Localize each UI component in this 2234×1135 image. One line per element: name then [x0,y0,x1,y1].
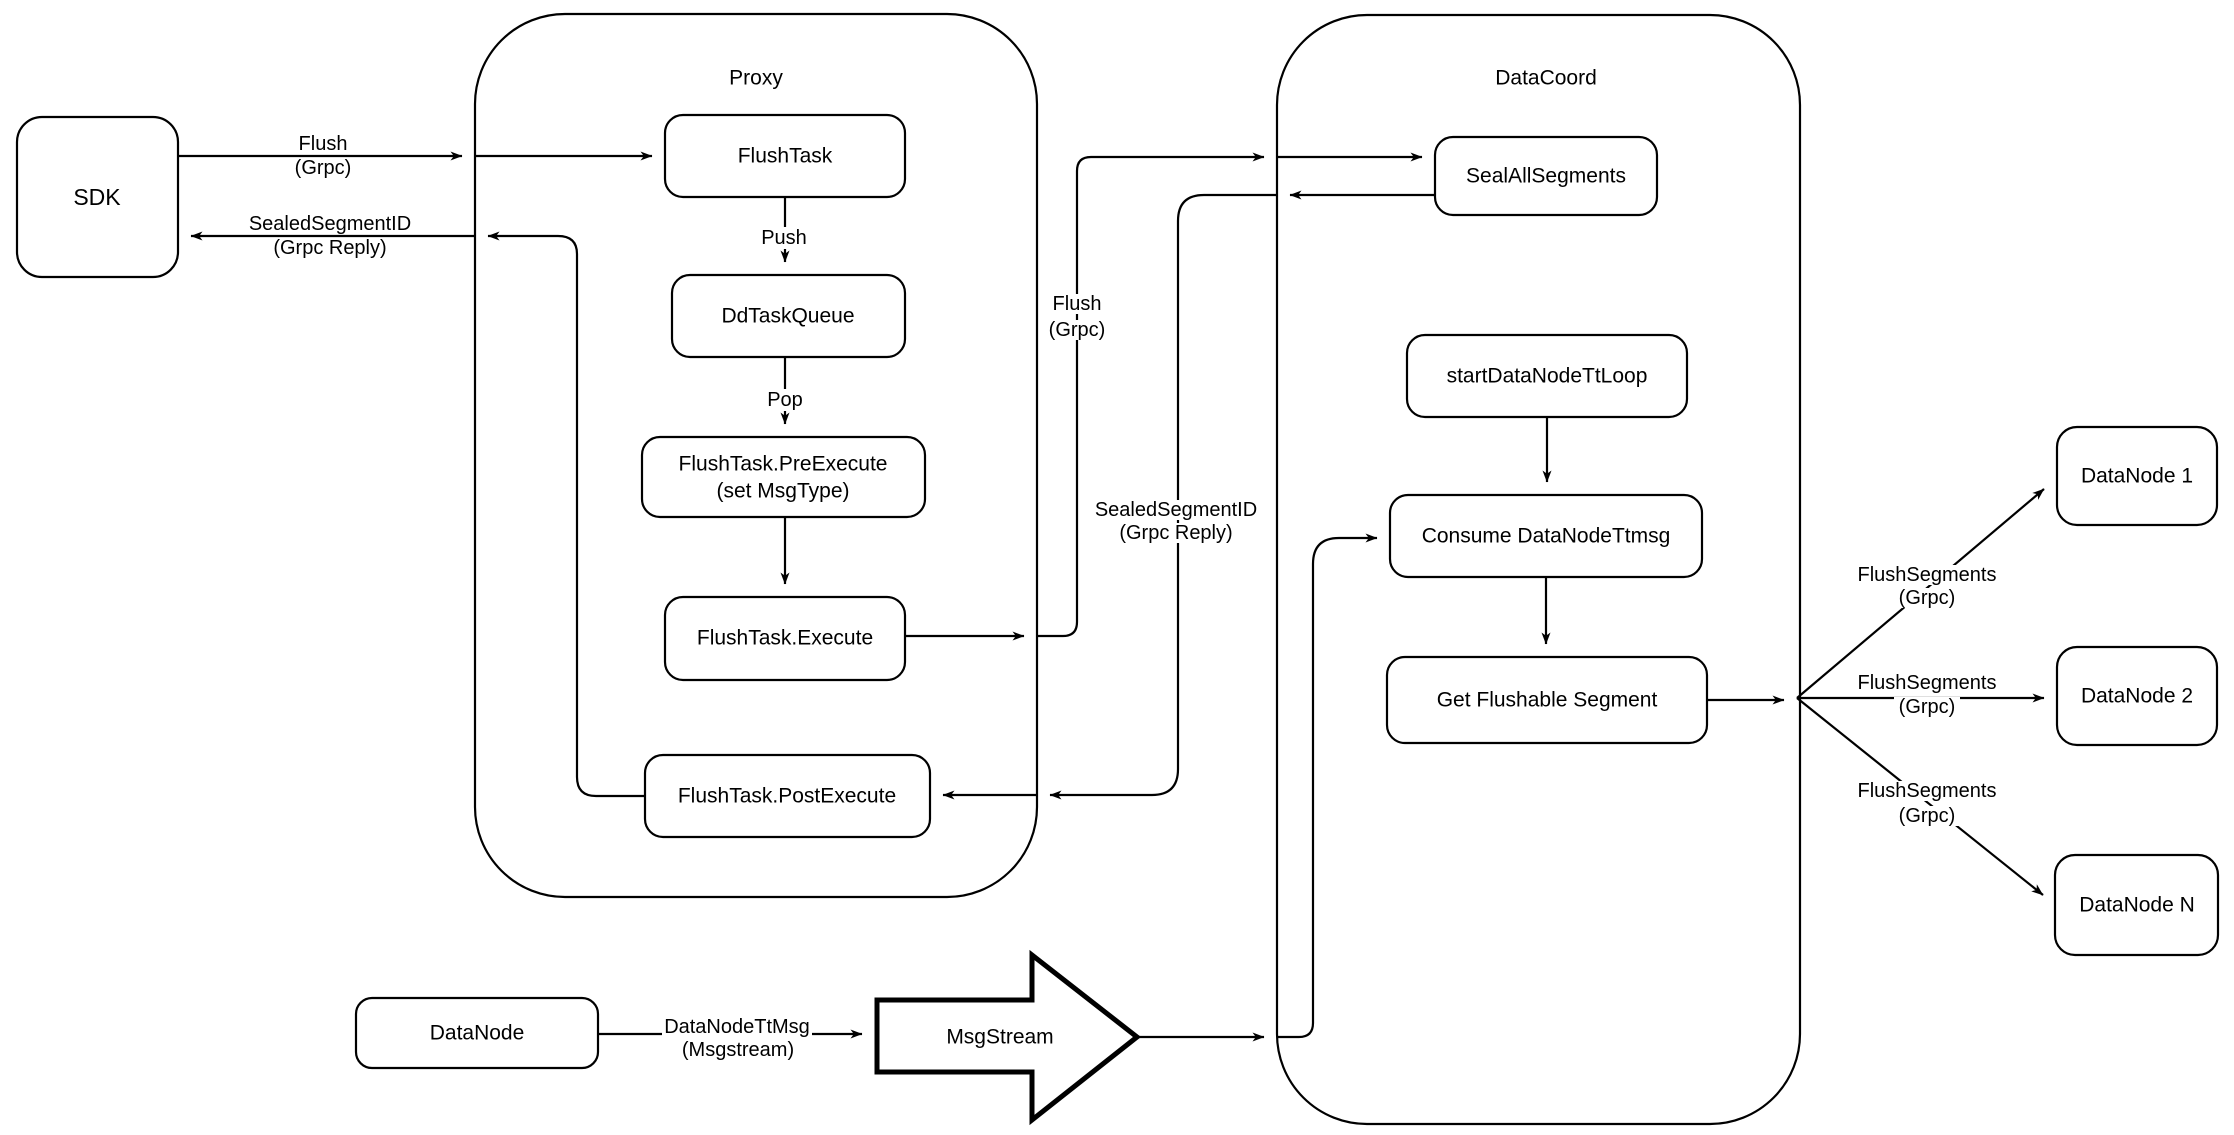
edge-label-datanode-ttmsg-line1: DataNodeTtMsg [664,1016,810,1038]
edge-label-flush-segments-bottom: FlushSegments (Grpc) [1852,780,2002,827]
edge-label-flush-segments-bottom-line1: FlushSegments [1858,780,1997,802]
node-startdatanodettloop [1405,333,1689,419]
node-ddtaskqueue-label: DdTaskQueue [721,305,854,328]
edge-label-push: Push [757,227,813,249]
edge-proxy-border-to-datacoord-border [1037,152,1265,638]
node-getflushablesegment-label: Get Flushable Segment [1437,689,1658,712]
node-sealallsegments [1433,135,1659,217]
node-datanoden-label: DataNode N [2079,894,2195,917]
edge-label-flush-segments-mid: FlushSegments (Grpc) [1852,672,2002,718]
node-datanode1-label: DataNode 1 [2081,465,2193,488]
edge-label-flush-segments-top-line1: FlushSegments [1858,564,1997,586]
edge-label-pop: Pop [763,389,807,411]
node-postexecute [643,753,932,839]
proxy-container-title: Proxy [729,67,783,90]
edge-label-flush-grpc-mid-line1: Flush [1053,293,1102,315]
edge-label-sealed-segment-mid-line1: SealedSegmentID [1095,499,1257,521]
edge-label-pop-text: Pop [767,389,803,411]
node-datanode [354,996,600,1070]
node-consumedatanodettmsg [1388,493,1704,579]
edge-datacoord-border-to-consume [1277,533,1378,1039]
node-flushtask [663,113,907,199]
edge-label-flush-grpc-mid-line2: (Grpc) [1049,319,1106,341]
edge-label-flush-grpc-left: Flush (Grpc) [290,133,356,179]
node-preexecute-label-line1: FlushTask.PreExecute [679,453,888,476]
node-sdk-label: SDK [73,184,121,210]
node-execute [663,595,907,682]
edge-datacoord-border-to-proxy-border [1049,193,1277,800]
node-sdk [15,115,180,279]
node-startdatanodettloop-label: startDataNodeTtLoop [1447,365,1648,388]
edge-label-flush-grpc-left-line2: (Grpc) [295,157,352,179]
edge-label-flush-segments-top: FlushSegments (Grpc) [1852,564,2002,609]
edge-postexecute-to-proxy-border [487,231,645,798]
node-flushtask-label: FlushTask [738,145,833,168]
edge-label-sealed-segment-left: SealedSegmentID (Grpc Reply) [245,213,415,259]
edge-label-sealed-segment-left-line2: (Grpc Reply) [273,237,386,259]
node-datanode-label: DataNode [430,1022,525,1045]
edge-label-flush-segments-mid-line2: (Grpc) [1899,696,1956,718]
edge-label-sealed-segment-mid: SealedSegmentID (Grpc Reply) [1091,499,1261,544]
datacoord-container-title: DataCoord [1495,67,1597,90]
edge-label-datanode-ttmsg: DataNodeTtMsg (Msgstream) [662,1016,812,1061]
node-execute-label: FlushTask.Execute [697,627,873,650]
node-datanode2-label: DataNode 2 [2081,685,2193,708]
node-msgstream-block-arrow [874,949,1142,1126]
edge-label-flush-segments-top-line2: (Grpc) [1899,587,1956,609]
edge-label-sealed-segment-mid-line2: (Grpc Reply) [1119,522,1232,544]
edge-label-flush-segments-mid-line1: FlushSegments [1858,672,1997,694]
edge-label-flush-grpc-left-line1: Flush [299,133,348,155]
node-consumedatanodettmsg-label: Consume DataNodeTtmsg [1422,525,1671,548]
node-ddtaskqueue [670,273,907,359]
node-datanode1 [2055,425,2219,527]
node-sealallsegments-label: SealAllSegments [1466,165,1626,188]
edge-label-datanode-ttmsg-line2: (Msgstream) [682,1039,794,1061]
node-postexecute-label: FlushTask.PostExecute [678,785,896,808]
node-preexecute [640,435,927,519]
node-datanode2 [2055,645,2219,747]
edge-label-push-text: Push [761,227,807,249]
node-preexecute-label-line2: (set MsgType) [716,480,849,503]
edge-label-flush-segments-bottom-line2: (Grpc) [1899,805,1956,827]
node-getflushablesegment [1385,655,1709,745]
edge-label-flush-grpc-mid: Flush (Grpc) [1044,293,1110,341]
node-msgstream-label: MsgStream [946,1026,1053,1049]
node-datanoden [2053,853,2220,957]
edge-label-sealed-segment-left-line1: SealedSegmentID [249,213,411,235]
